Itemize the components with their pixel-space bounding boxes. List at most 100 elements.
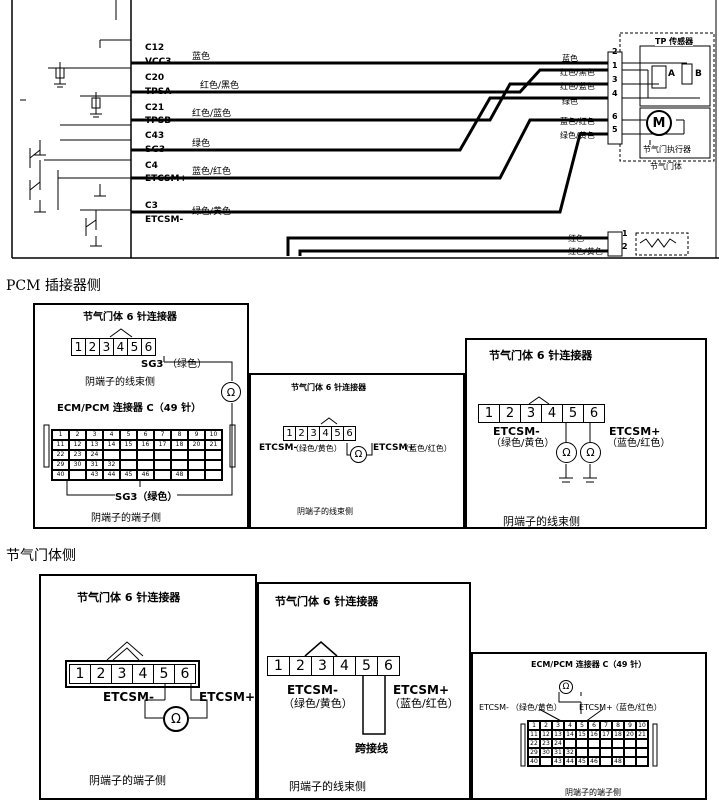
ecm-pin: 9 xyxy=(624,721,636,730)
ohm-symbol: Ω xyxy=(562,682,570,692)
ecm-pin: 45 xyxy=(576,757,588,766)
ecm-pin: 1 xyxy=(52,430,69,440)
conn6-pins: 1 2 3 4 5 6 xyxy=(478,404,605,423)
ecm-pin: 12 xyxy=(69,440,86,450)
ohm-symbol: Ω xyxy=(586,446,595,459)
wire-color-left-6: 绿色/黄色 xyxy=(192,207,232,217)
ecm-pin xyxy=(205,460,222,470)
ecm-connector-title: ECM/PCM 连接器 C（49 针） xyxy=(57,403,202,414)
ecm-pin: 17 xyxy=(154,440,171,450)
wire-color-left-4: 绿色 xyxy=(192,139,211,149)
ecm-pin: 21 xyxy=(636,730,648,739)
ecm-pin xyxy=(171,450,188,460)
sg3-label: SG3 xyxy=(141,359,164,370)
ecm-pin: 4 xyxy=(103,430,120,440)
etcsm-minus-label: ETCSM- xyxy=(259,443,298,453)
ecm-pin xyxy=(120,460,137,470)
ecm-pin xyxy=(171,460,188,470)
ecm-pin: 6 xyxy=(588,721,600,730)
pin-6: 6 xyxy=(174,664,196,684)
ecm-pin: 14 xyxy=(103,440,120,450)
conn6-title: 节气门体 6 针连接器 xyxy=(275,595,379,608)
panel6-lines xyxy=(520,692,658,767)
wire-color-left-1: 蓝色 xyxy=(192,52,211,62)
ecm-pin xyxy=(612,739,624,748)
ecm-pin: 6 xyxy=(137,430,154,440)
ecm-pin xyxy=(576,748,588,757)
ohm-symbol: Ω xyxy=(562,446,571,459)
conn6-pins: 1 2 3 4 5 6 xyxy=(71,338,156,356)
wiring-lines xyxy=(11,0,719,259)
sg3-bottom-label: SG3（绿色） xyxy=(115,492,178,503)
conn6-title: 节气门体 6 针连接器 xyxy=(77,591,181,604)
ecm-pin xyxy=(137,460,154,470)
panel-etcsm-ground-check: 节气门体 6 针连接器 1 2 3 4 5 6 ETCSM- （绿色/黄色） E… xyxy=(465,338,707,529)
ecm-pin xyxy=(120,450,137,460)
actuator-label: 节气门执行器 xyxy=(643,145,691,154)
pin-number-right-2: 1 xyxy=(612,61,618,70)
ohmmeter-icon: Ω xyxy=(221,382,241,402)
panel-ecm-etcsm-check: ECM/PCM 连接器 C（49 针） Ω ETCSM- （绿色/黄色） ETC… xyxy=(471,652,707,800)
ecm-pin xyxy=(154,450,171,460)
ecm-pin: 13 xyxy=(86,440,103,450)
pin-4: 4 xyxy=(132,664,154,684)
panel4-lines xyxy=(106,641,208,719)
ecm-pin: 15 xyxy=(120,440,137,450)
female-harness-label: 阴端子的线束侧 xyxy=(297,507,353,516)
etcsm-minus-label: ETCSM- xyxy=(479,703,509,712)
ecm-pin: 45 xyxy=(120,470,137,480)
etcsm-minus-label: ETCSM- xyxy=(287,683,338,697)
etcsm-minus-label: ETCSM- xyxy=(493,425,540,438)
pin-number-bottom-1: 1 xyxy=(622,229,628,238)
etcsm-plus-label: ETCSM+ xyxy=(609,425,661,438)
pin-number-right-6: 5 xyxy=(612,125,618,134)
pin-5: 5 xyxy=(153,664,175,684)
pin-1: 1 xyxy=(69,664,91,684)
ecm-pin: 32 xyxy=(564,748,576,757)
pin-4: 4 xyxy=(113,338,128,356)
ecm-pin xyxy=(600,748,612,757)
ecm-pin: 43 xyxy=(86,470,103,480)
etcsm-minus-color: （绿色/黄色） xyxy=(283,697,353,710)
ecm-pin: 48 xyxy=(171,470,188,480)
panel5-lines xyxy=(304,641,386,735)
motor-label: M xyxy=(652,115,666,131)
ecm-pin xyxy=(154,470,171,480)
pin-name-sg3: SG3 xyxy=(145,145,166,155)
pin-number-right-5: 6 xyxy=(612,112,618,121)
wire-label-right-1: 蓝色 xyxy=(562,54,578,63)
ecm-pin: 29 xyxy=(52,460,69,470)
conn6-pins: 1 2 3 4 5 6 xyxy=(267,656,400,676)
ecm-pin: 13 xyxy=(552,730,564,739)
wire-color-left-2: 红色/黑色 xyxy=(200,81,240,91)
pin-name-etcsm-minus: ETCSM- xyxy=(145,215,184,225)
etcsm-minus-label: ETCSM- xyxy=(103,690,154,704)
ecm-pin: 46 xyxy=(137,470,154,480)
ecm-pin: 8 xyxy=(612,721,624,730)
conn6-title: 节气门体 6 针连接器 xyxy=(489,349,593,362)
conn6-pins: 1 2 3 4 5 6 xyxy=(283,426,356,441)
ecm-pin: 16 xyxy=(137,440,154,450)
panel3-lines xyxy=(528,396,597,483)
pin-2: 2 xyxy=(499,404,521,423)
ecm-pin: 46 xyxy=(588,757,600,766)
etcsm-plus-color: （蓝色/红色） xyxy=(401,444,452,453)
ecm-pin: 21 xyxy=(205,440,222,450)
ecm-pin xyxy=(588,748,600,757)
etcsm-plus-color: （蓝色/红色） xyxy=(607,438,671,449)
ecm-pin: 29 xyxy=(528,748,540,757)
pin-number-bottom-2: 2 xyxy=(622,242,628,251)
wire-label-right-2: 红色/黑色 xyxy=(560,68,595,77)
pin-2: 2 xyxy=(289,656,312,676)
ecm-pin: 31 xyxy=(86,460,103,470)
pin-name-etcsm-plus: ETCSM+ xyxy=(145,174,188,184)
female-harness-label: 阴端子的线束侧 xyxy=(289,780,366,793)
ohm-symbol: Ω xyxy=(171,711,181,727)
etcsm-plus-label: ETCSM+ xyxy=(579,703,613,712)
ecm-pin: 23 xyxy=(540,739,552,748)
pin-5: 5 xyxy=(127,338,142,356)
conn6-title: 节气门体 6 针连接器 xyxy=(291,383,367,392)
etcsm-plus-color: （蓝色/红色） xyxy=(611,703,662,712)
